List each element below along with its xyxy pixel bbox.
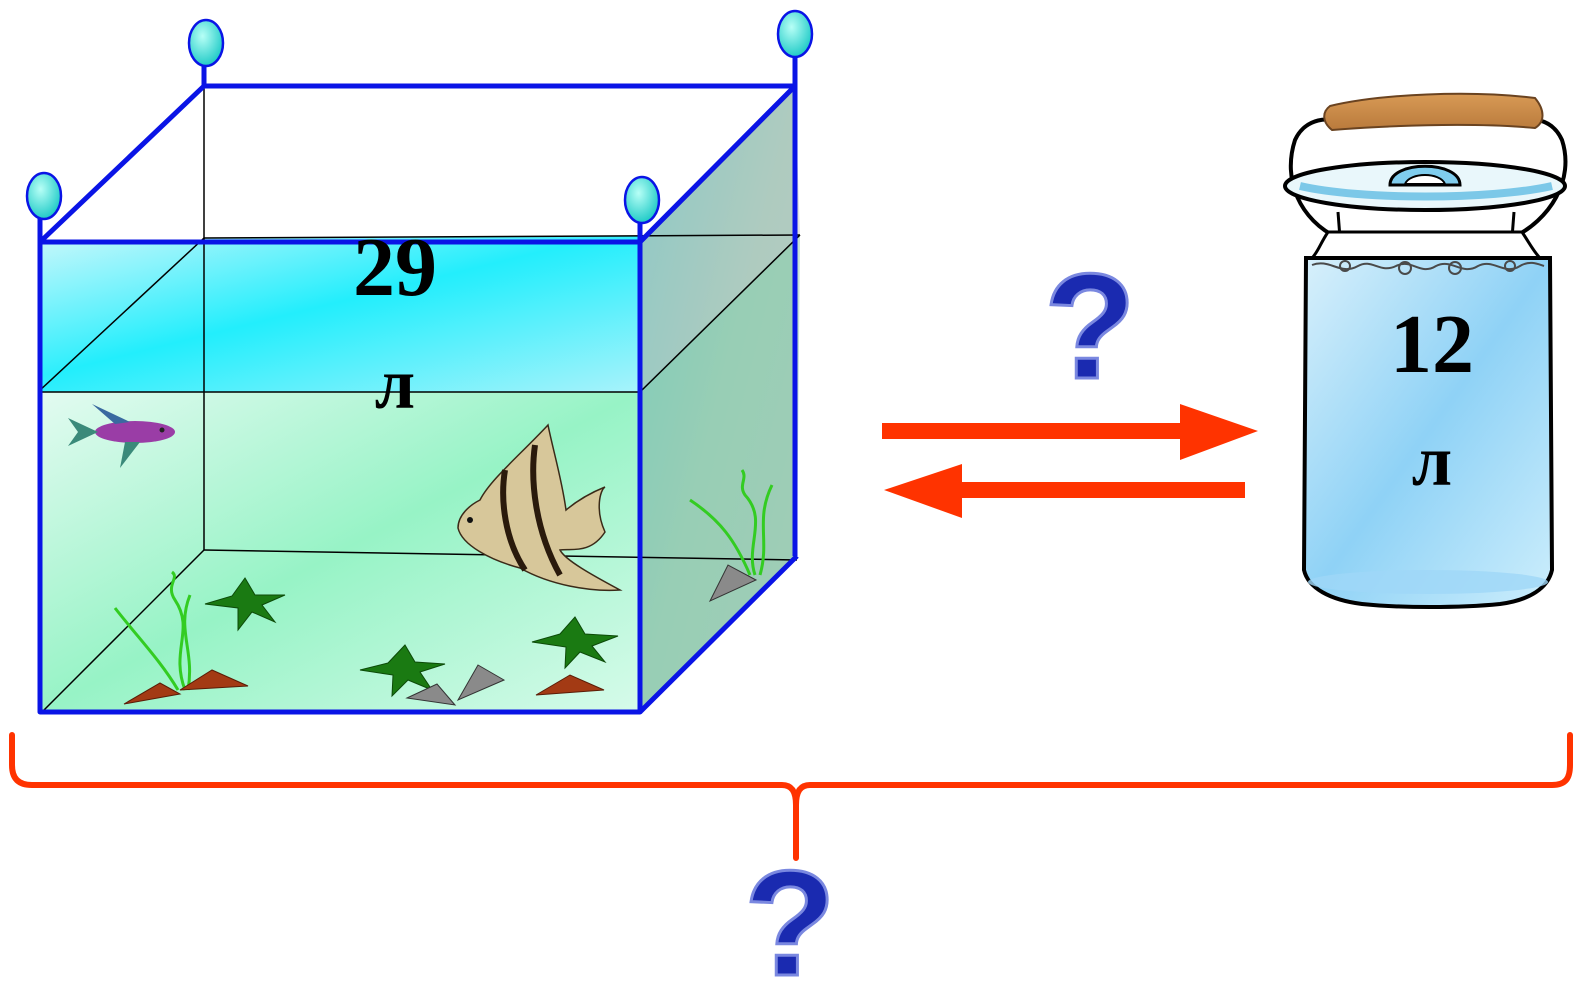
total-question-mark: ?	[744, 839, 836, 989]
aquarium-volume-value: 29	[353, 221, 437, 314]
aquarium-post-balls	[25, 9, 814, 225]
stone-brown-3	[535, 674, 605, 696]
aquarium-front-upper-water	[38, 242, 640, 392]
can-volume-unit: л	[1412, 421, 1452, 501]
stone-grey-3	[708, 564, 758, 603]
can-wooden-handle	[1323, 92, 1544, 132]
aquarium-volume-unit: л	[375, 344, 415, 424]
comparison-question-mark: ?	[1044, 242, 1136, 410]
aquarium: 29 л	[25, 9, 814, 715]
arrow-left	[884, 464, 1245, 518]
milk-can: 12 л	[1283, 92, 1568, 609]
star-plant-3	[531, 616, 619, 670]
aquarium-frame	[37, 83, 799, 715]
angelfish	[457, 423, 623, 592]
small-fish	[68, 404, 175, 468]
star-plant-2	[359, 644, 446, 698]
total-brace	[9, 732, 1573, 861]
can-volume-value: 12	[1390, 298, 1474, 391]
stone-brown-2	[179, 669, 249, 691]
water-plant-left	[113, 570, 192, 691]
can-body	[1301, 256, 1555, 609]
arrow-right	[882, 404, 1258, 460]
star-plant-1	[204, 577, 286, 632]
stone-grey-2	[456, 664, 506, 702]
stone-grey-1	[405, 683, 457, 706]
comparison-arrows	[882, 404, 1258, 518]
can-ornament	[1311, 260, 1545, 275]
water-plant-right	[689, 469, 774, 576]
stone-brown-1	[123, 682, 182, 705]
